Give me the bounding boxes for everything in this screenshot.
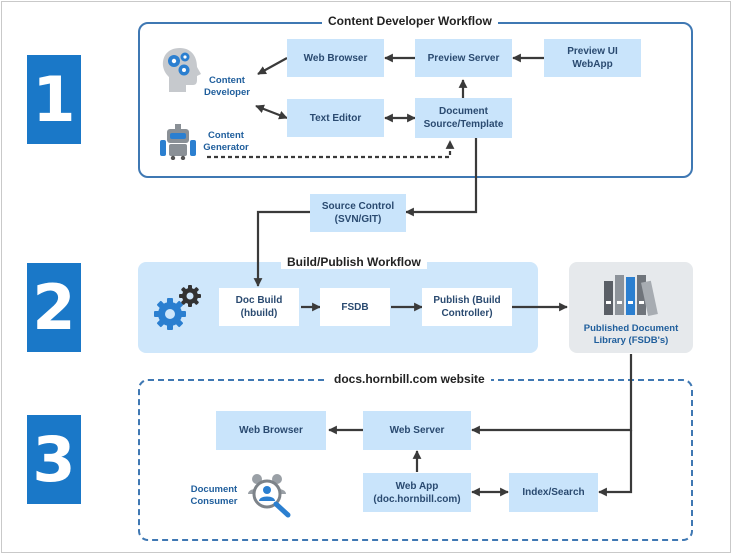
document-consumer-label: Document Consumer [190,484,238,508]
section-number-1: 1 [27,55,81,144]
text-editor-node: Text Editor [287,99,384,137]
published-document-library-label: Published Document Library (FSDB's) [583,323,679,347]
document-source-template-node: Document Source/Template [415,98,512,138]
doc-build-node: Doc Build (hbuild) [219,288,299,326]
website-title: docs.hornbill.com website [328,372,491,386]
brain-gears-icon [162,48,201,92]
arrow-browser-to-developer [257,57,288,75]
content-generator-label: Content Generator [203,130,249,154]
content-developer-workflow-title: Content Developer Workflow [322,14,498,28]
web-browser-node: Web Browser [216,411,326,450]
section-number-2: 2 [27,263,81,352]
arrow-developer-texteditor [255,104,288,120]
fsdb-node: FSDB [320,288,390,326]
web-browser-node: Web Browser [287,39,384,77]
arrow-sourcecontrol-to-docbuild [253,210,310,287]
index-search-node: Index/Search [509,473,598,512]
source-control-node: Source Control (SVN/GIT) [310,194,406,232]
user-group-search-icon [248,474,291,518]
build-publish-workflow-title: Build/Publish Workflow [281,255,427,269]
binders-icon [604,275,658,317]
content-developer-label: Content Developer [204,75,250,99]
arrow-library-to-index [598,430,633,497]
gears-icon [154,285,201,330]
arrow-generator-to-source [207,140,455,159]
web-app-node: Web App (doc.hornbill.com) [363,473,471,512]
arrow-source-to-sourcecontrol [405,138,478,217]
preview-server-node: Preview Server [415,39,512,77]
publish-build-controller-node: Publish (Build Controller) [422,288,512,326]
preview-ui-webapp-node: Preview UI WebApp [544,39,641,77]
robot-icon [160,124,196,160]
section-number-3: 3 [27,415,81,504]
web-server-node: Web Server [363,411,471,450]
arrow-library-to-webserver [471,354,633,435]
